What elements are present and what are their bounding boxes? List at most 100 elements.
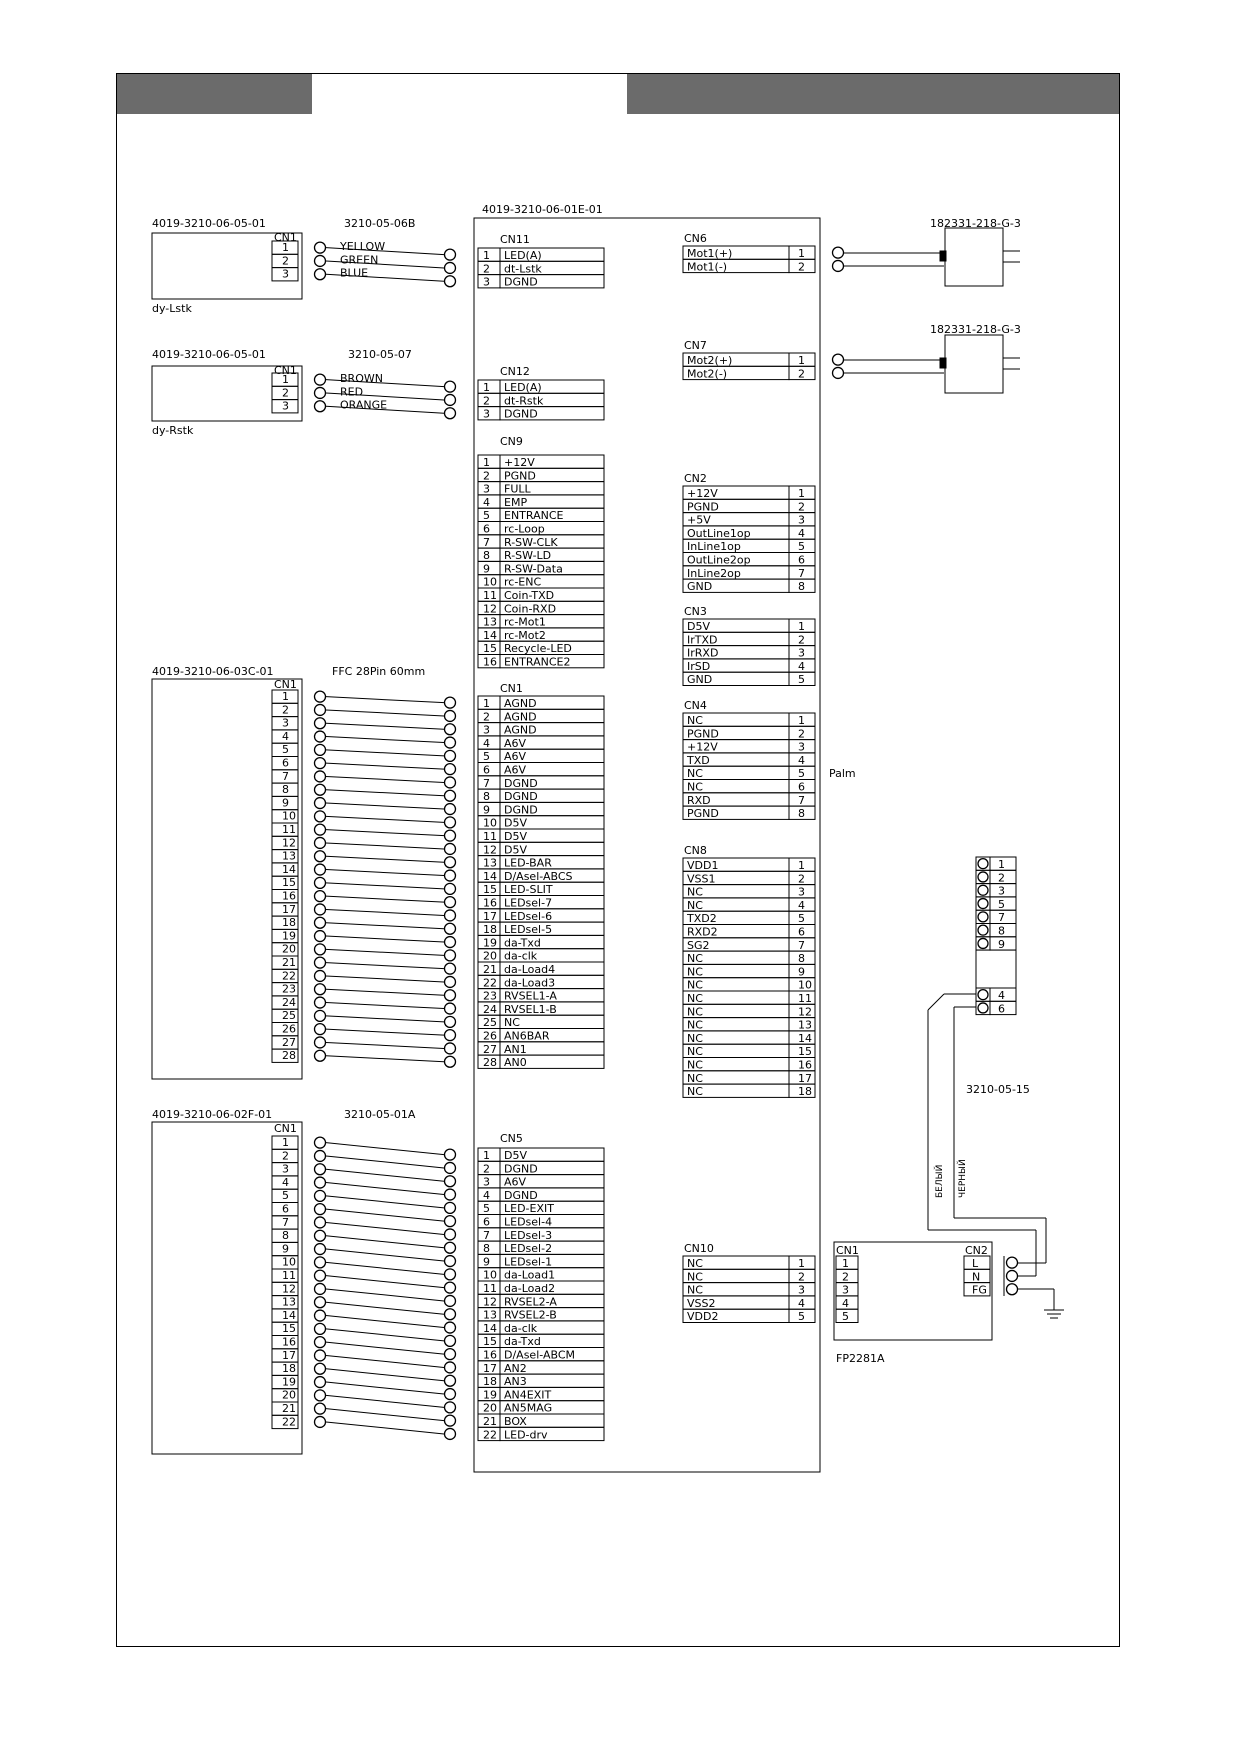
cable-end-ring bbox=[313, 1375, 327, 1389]
board-pin-signal: NC bbox=[687, 886, 703, 899]
cable-end-ring bbox=[313, 810, 327, 823]
board-pin-number: 6 bbox=[798, 926, 805, 939]
cable-end-ring bbox=[313, 1415, 327, 1429]
cable-end-ring bbox=[443, 1268, 457, 1281]
board-pin-number: 26 bbox=[483, 1030, 497, 1043]
board-pin-number: 11 bbox=[483, 1282, 497, 1295]
board-connector-title: CN10 bbox=[684, 1242, 714, 1255]
wire-label-black: ЧЕРНЫЙ bbox=[956, 1159, 968, 1198]
plug-pin-ring bbox=[977, 884, 989, 896]
motor-lead-ring bbox=[831, 259, 845, 273]
board-pin-signal: NC bbox=[687, 979, 703, 992]
board-pin-signal: NC bbox=[687, 714, 703, 727]
cable-wire bbox=[325, 1261, 445, 1275]
device-pin-number: 19 bbox=[282, 1375, 296, 1388]
cable-end-ring bbox=[443, 1321, 457, 1334]
wire-color-label: YELLOW bbox=[339, 240, 385, 253]
cable-end-ring bbox=[443, 749, 457, 762]
board-pin-number: 5 bbox=[483, 750, 490, 763]
device-pin-number: 3 bbox=[282, 268, 289, 281]
board-pin-signal: NC bbox=[687, 952, 703, 965]
device-pin-number: 1 bbox=[282, 373, 289, 386]
cable-end-ring bbox=[313, 1362, 327, 1375]
device-pin-number: 19 bbox=[282, 929, 296, 942]
psu-cn2-label: CN2 bbox=[965, 1244, 988, 1257]
cable-end-ring bbox=[443, 896, 457, 909]
wire-label-white: БЕЛЫЙ bbox=[933, 1165, 945, 1198]
cable-end-ring bbox=[443, 882, 457, 895]
cable-end-ring bbox=[313, 796, 327, 810]
device-pin-number: 23 bbox=[282, 983, 296, 996]
board-pin-number: 7 bbox=[798, 567, 805, 580]
board-pin-signal: VSS2 bbox=[687, 1297, 716, 1310]
cable-end-ring bbox=[313, 1256, 327, 1269]
cable-end-ring bbox=[443, 1055, 457, 1068]
board-pin-signal: AN3 bbox=[504, 1375, 527, 1388]
board-pin-number-cell bbox=[788, 671, 816, 687]
cable-end-ring bbox=[443, 1281, 457, 1294]
device-pin-number: 5 bbox=[282, 1189, 289, 1202]
cable-end-ring bbox=[313, 929, 327, 943]
device-pin-number: 5 bbox=[282, 743, 289, 756]
cable-end-ring bbox=[313, 876, 327, 889]
cable-wire bbox=[325, 922, 445, 930]
board-pin-number: 23 bbox=[483, 990, 497, 1003]
cable-wire bbox=[325, 1368, 445, 1382]
board-pin-signal: PGND bbox=[687, 807, 719, 820]
cable-wire bbox=[325, 1041, 445, 1049]
psu-cn1-pin: 1 bbox=[842, 1257, 849, 1270]
device-pin-number: 13 bbox=[282, 850, 296, 863]
board-pin-number: 7 bbox=[798, 939, 805, 952]
cable-wire bbox=[325, 775, 445, 783]
device-pin-number: 6 bbox=[282, 1203, 289, 1216]
board-connector-title: CN6 bbox=[684, 232, 707, 245]
board-pin-number: 14 bbox=[483, 1322, 497, 1335]
cable-end-ring bbox=[313, 1163, 327, 1176]
cable-end-ring bbox=[443, 1188, 457, 1201]
board-pin-signal: OutLine1op bbox=[687, 527, 751, 540]
board-pin-signal: TXD bbox=[686, 754, 710, 767]
device-pin-number: 1 bbox=[282, 690, 289, 703]
board-pin-number: 18 bbox=[483, 923, 497, 936]
cable-wire bbox=[325, 1328, 445, 1342]
cable-end-ring bbox=[443, 816, 457, 829]
plug-pin-number: 7 bbox=[998, 911, 1005, 924]
wire-color-label: BROWN bbox=[340, 372, 383, 385]
board-pin-number: 3 bbox=[798, 514, 805, 527]
plug-pin-number: 5 bbox=[998, 898, 1005, 911]
board-pin-signal: GND bbox=[687, 580, 712, 593]
cable-wire bbox=[325, 736, 445, 744]
board-pin-number: 3 bbox=[798, 1284, 805, 1297]
board-pin-number: 1 bbox=[798, 620, 805, 633]
board-pin-signal-cell bbox=[499, 654, 605, 669]
board-pin-number: 17 bbox=[483, 910, 497, 923]
motor-body bbox=[944, 334, 1004, 394]
device-pin-number: 1 bbox=[282, 1136, 289, 1149]
plug-pin-ring bbox=[977, 911, 989, 923]
cable-end-ring bbox=[313, 690, 327, 703]
header-band-middle bbox=[312, 73, 627, 114]
cable-end-ring bbox=[443, 1361, 457, 1374]
board-pin-number: 5 bbox=[798, 1310, 805, 1323]
device-pin-number: 4 bbox=[282, 1176, 289, 1189]
device-pin-number: 3 bbox=[282, 400, 289, 413]
cable-wire bbox=[325, 869, 445, 877]
cable-wire bbox=[325, 260, 445, 269]
plug-pin-number: 2 bbox=[998, 871, 1005, 884]
cable-end-ring bbox=[313, 943, 327, 956]
board-pin-signal: DGND bbox=[504, 276, 538, 289]
board-pin-number-cell bbox=[788, 1308, 816, 1323]
board-pin-signal: NC bbox=[687, 767, 703, 780]
board-pin-signal: LED-BAR bbox=[504, 857, 552, 870]
cable-end-ring bbox=[313, 1149, 327, 1163]
plug-pin-number: 1 bbox=[998, 858, 1005, 871]
cable-wire bbox=[325, 1381, 445, 1395]
cable-end-ring bbox=[443, 1374, 457, 1387]
cable-end-ring bbox=[443, 829, 457, 842]
cable-end-ring bbox=[313, 757, 327, 770]
board-pin-signal: da-Load1 bbox=[504, 1269, 555, 1282]
board-pin-signal: IrSD bbox=[687, 660, 710, 673]
cable-wire bbox=[325, 1221, 445, 1235]
cable-end-ring bbox=[443, 975, 457, 989]
device-pin-cell bbox=[271, 399, 299, 414]
